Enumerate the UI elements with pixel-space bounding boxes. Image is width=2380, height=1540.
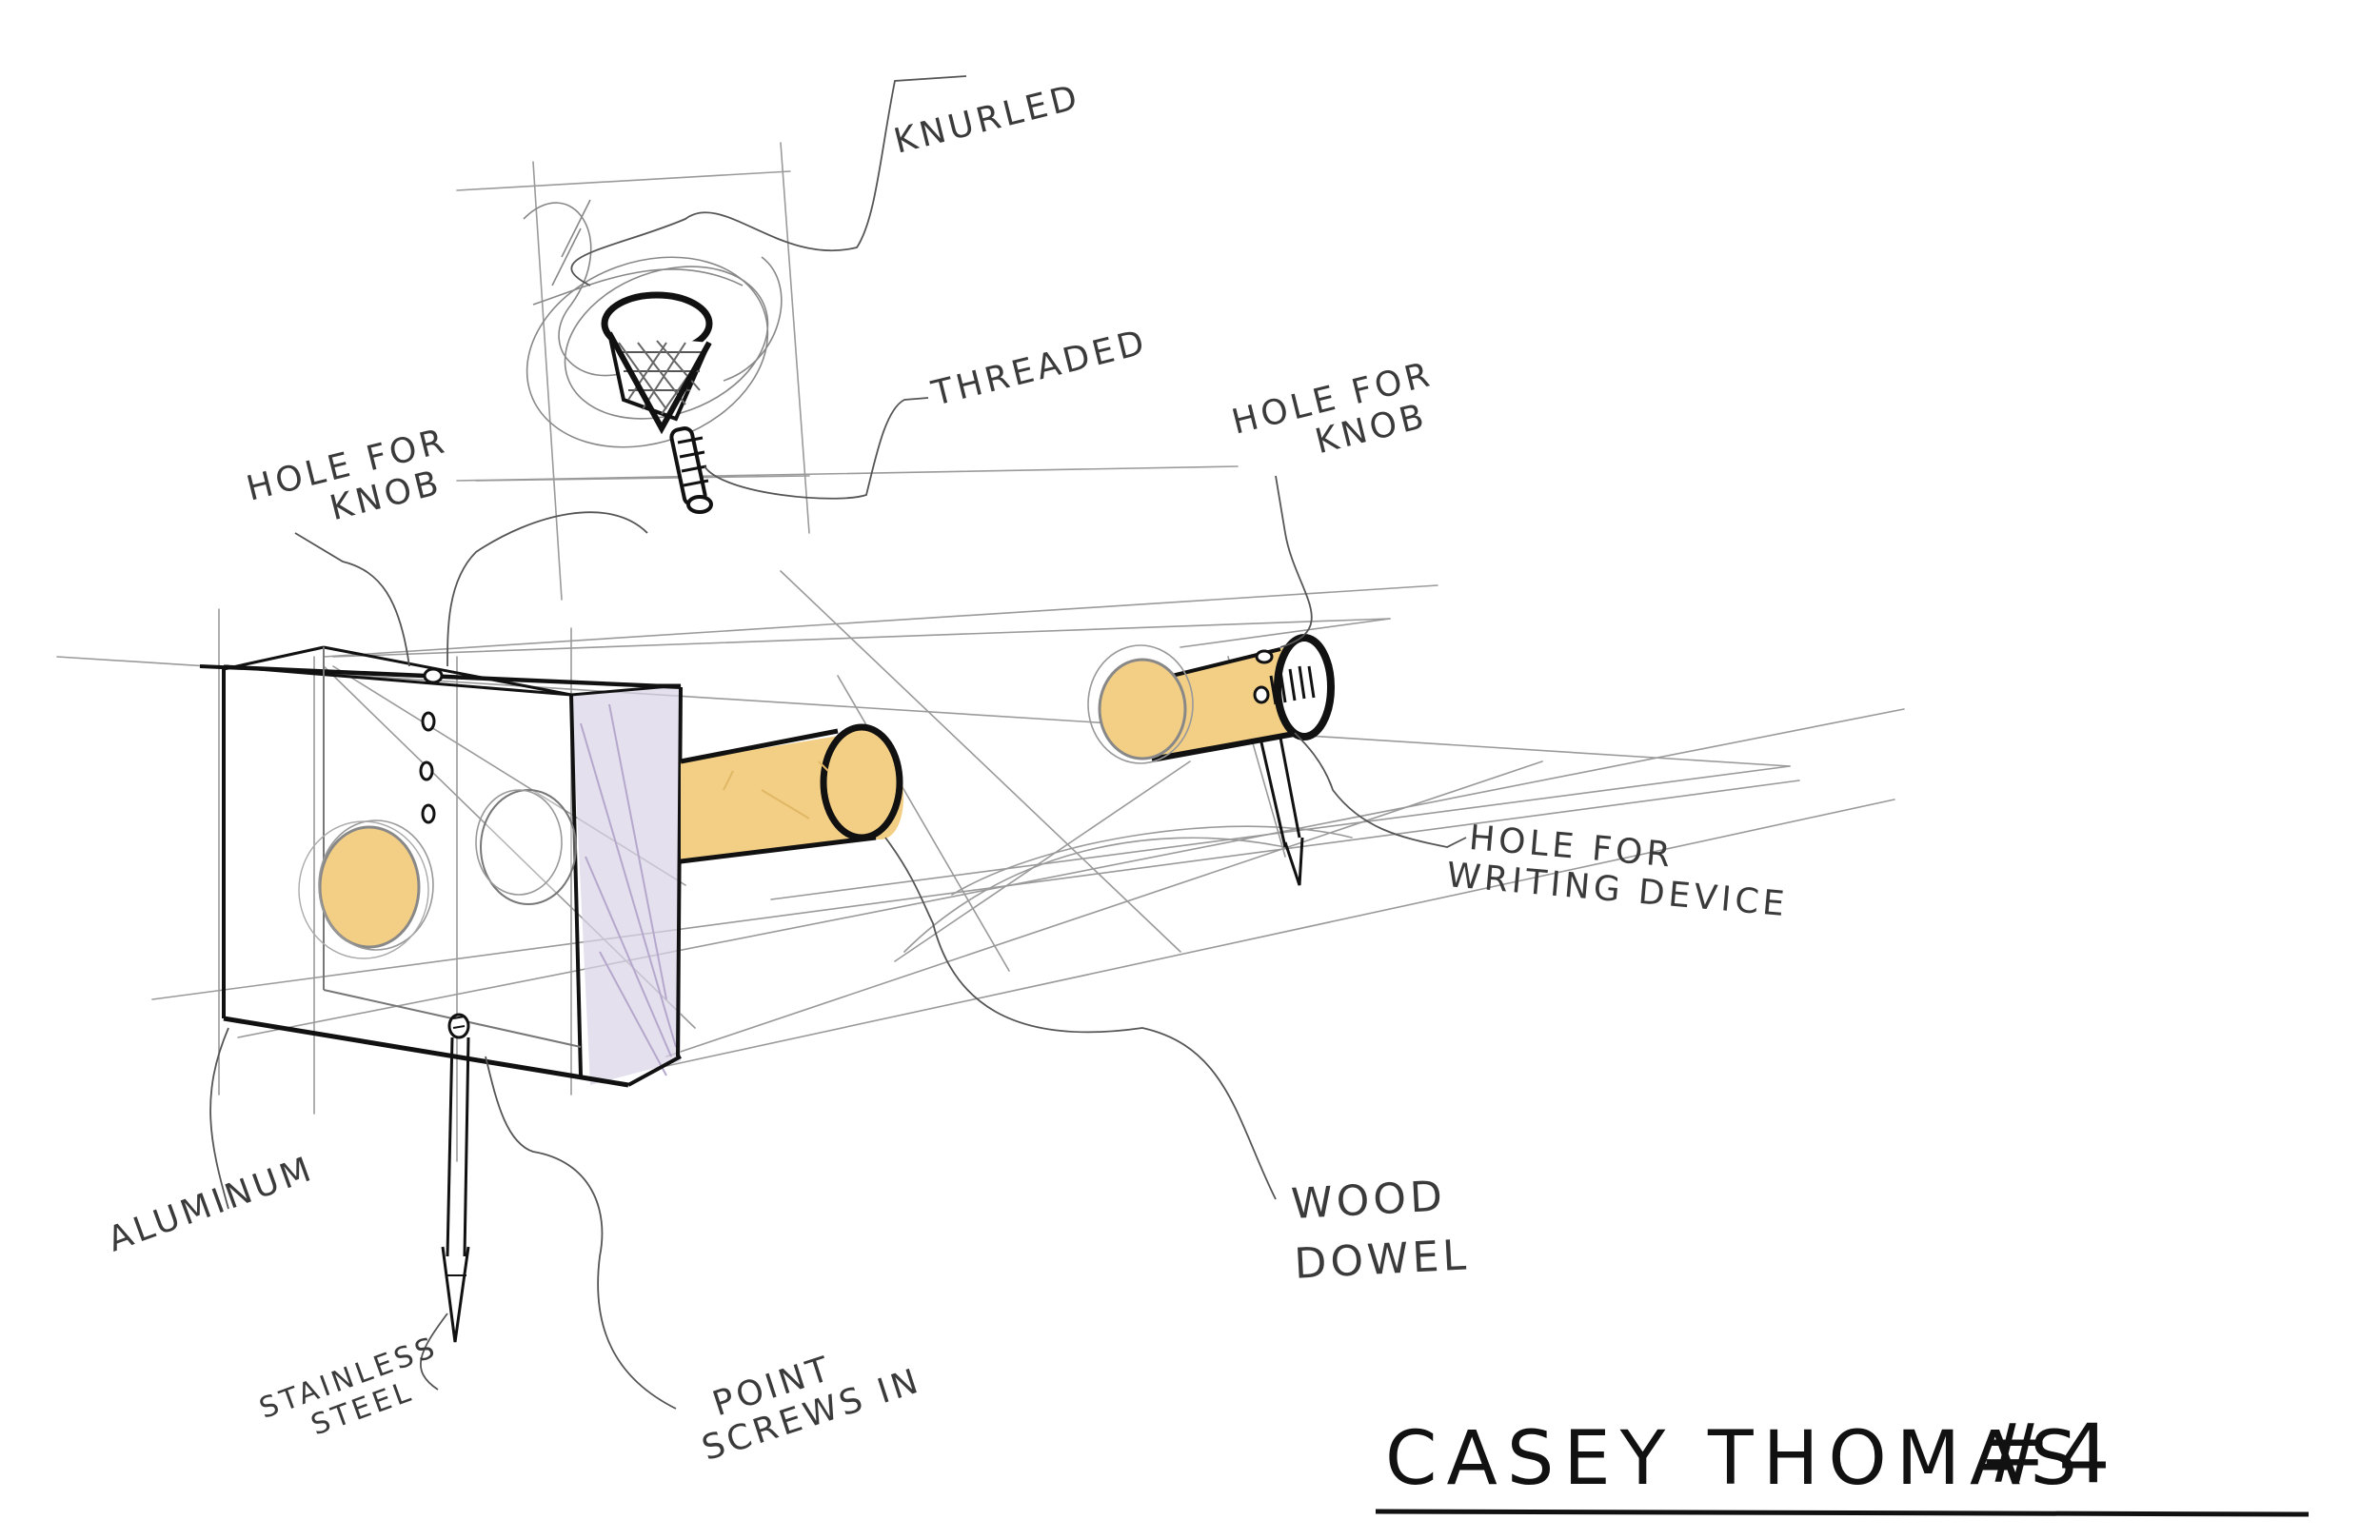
wood-dowel-short xyxy=(1087,634,1335,886)
signature-number: #4 xyxy=(1980,1407,2120,1502)
construction-lines xyxy=(56,142,1905,1162)
signature-underline xyxy=(1375,1509,2310,1517)
knurled-knob xyxy=(601,291,713,514)
label-wood-dowel: WOOD DOWEL xyxy=(1290,1171,1471,1288)
signature-name: CASEY THOMAS xyxy=(1385,1416,2087,1502)
stainless-steel-point xyxy=(441,1037,470,1343)
aluminum-block xyxy=(199,645,683,1088)
label-wood-dowel-line1: WOOD xyxy=(1290,1172,1448,1229)
label-wood-dowel-line2: DOWEL xyxy=(1293,1231,1472,1289)
leader-lines xyxy=(209,75,1467,1410)
wood-dowel-long xyxy=(680,723,904,864)
